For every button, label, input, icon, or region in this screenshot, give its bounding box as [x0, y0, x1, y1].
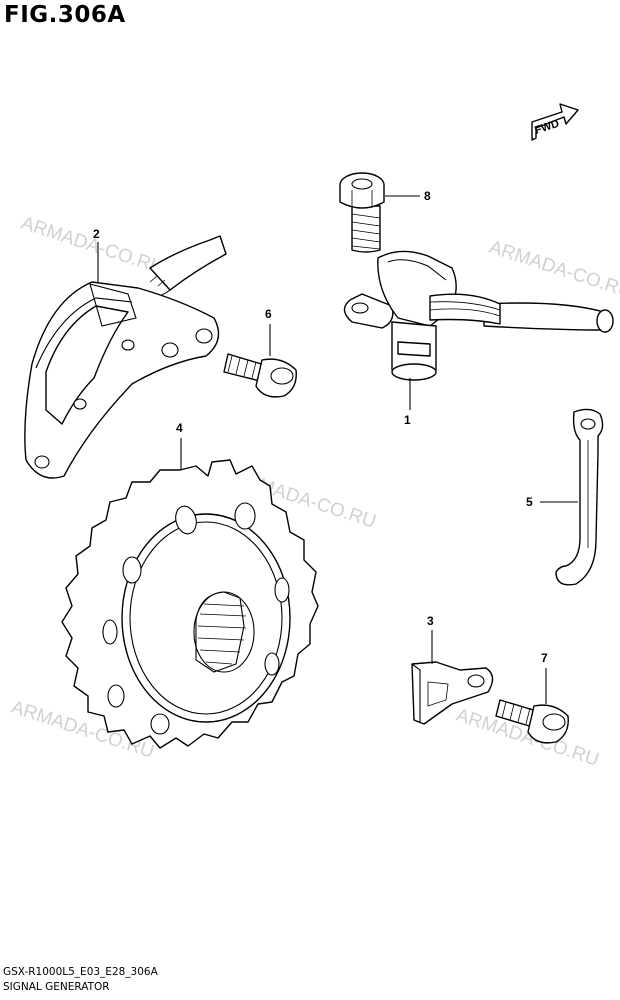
part-4-rotor [61, 459, 319, 749]
part-2-plate [24, 235, 227, 479]
fwd-arrow-icon: FWD [531, 103, 579, 141]
callout-7: 7 [541, 651, 548, 665]
callout-3-group: 3 [427, 614, 434, 664]
callout-4: 4 [176, 421, 183, 435]
callout-8: 8 [424, 189, 431, 203]
watermark-2: ARMADA-CO.RU [486, 237, 620, 303]
callout-6-group: 6 [265, 307, 272, 356]
watermark-1: ARMADA-CO.RU [18, 213, 166, 279]
callout-8-group: 8 [385, 189, 431, 203]
part-5-clamp [555, 408, 604, 586]
footer-model-code: GSX-R1000L5_E03_E28_306A [3, 966, 158, 978]
callout-4-group: 4 [176, 421, 183, 470]
callout-6: 6 [265, 307, 272, 321]
callout-1: 1 [404, 413, 411, 427]
callout-3: 3 [427, 614, 434, 628]
part-7-bolt [495, 699, 569, 744]
callout-5-group: 5 [526, 495, 578, 509]
part-8-bolt [339, 172, 385, 253]
figure-title: FIG.306A [4, 2, 126, 28]
footer-section-name: SIGNAL GENERATOR [3, 981, 110, 993]
callout-2: 2 [93, 227, 100, 241]
part-3-bracket [411, 661, 494, 725]
callout-2-group: 2 [93, 227, 100, 282]
callout-7-group: 7 [541, 651, 548, 704]
callout-5: 5 [526, 495, 533, 509]
part-6-bolt [223, 353, 297, 398]
callout-1-group: 1 [404, 378, 411, 427]
part-1-sensor [343, 250, 614, 381]
